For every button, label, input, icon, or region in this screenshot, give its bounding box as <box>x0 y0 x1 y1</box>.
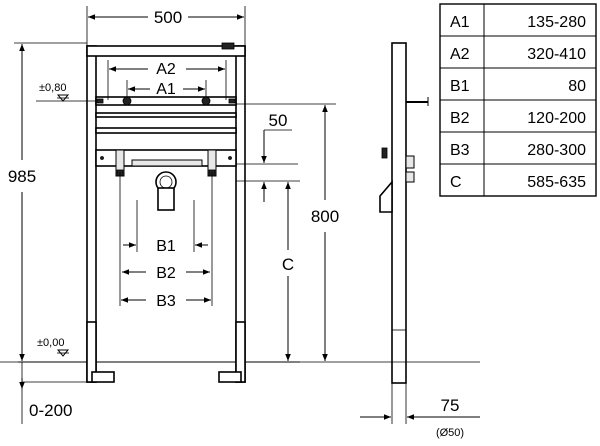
top-frame-bar <box>86 45 246 57</box>
table-key: C <box>450 174 462 191</box>
dimension-table: A1 135-280 A2 320-410 B1 80 B2 120-200 B… <box>439 3 597 197</box>
table-key: A1 <box>450 14 470 31</box>
right-foot <box>218 371 242 383</box>
table-value: 585-635 <box>527 174 586 191</box>
c-dimension: C <box>236 180 300 361</box>
floor-adjust-dimension: 0-200 <box>19 362 100 424</box>
table-key: B3 <box>450 142 470 159</box>
table-key: B1 <box>450 78 470 95</box>
table-key: B2 <box>450 110 470 127</box>
floor-adjust-label: 0-200 <box>29 401 72 420</box>
width-label: 500 <box>154 8 182 27</box>
b3-label: B3 <box>156 293 176 310</box>
b1-label: B1 <box>156 238 176 255</box>
left-foot <box>91 371 115 383</box>
pipe-diameter-label: (Ø50) <box>436 427 464 439</box>
front-view <box>0 42 300 383</box>
a-dimensions: A2 A1 <box>107 60 227 100</box>
side-view: 75 (Ø50) <box>360 42 480 439</box>
c-label: C <box>282 255 294 274</box>
depth-label: 75 <box>441 396 460 415</box>
table-value: 80 <box>568 78 586 95</box>
a2-label: A2 <box>156 61 176 78</box>
side-frame-profile <box>391 42 407 384</box>
upper-crossbar <box>95 96 237 106</box>
total-height-label: 985 <box>8 167 36 186</box>
top-level-label: ±0,80 <box>39 82 66 94</box>
pipe-offset-dimension: 50 <box>236 111 298 202</box>
table-value: 135-280 <box>527 14 586 31</box>
table-value: 120-200 <box>527 110 586 127</box>
width-dimension: 500 <box>86 6 246 46</box>
table-key: A2 <box>450 46 470 63</box>
table-value: 320-410 <box>527 46 586 63</box>
mounting-height-label: 800 <box>311 207 339 226</box>
a1-label: A1 <box>156 81 176 98</box>
b2-label: B2 <box>156 265 176 282</box>
mounting-height-dimension: 800 <box>236 103 374 363</box>
floor-level-label: ±0,00 <box>37 337 64 349</box>
b-dimensions: B1 B2 B3 <box>119 172 213 310</box>
height-dimension: 985 ±0,80 ±0,00 <box>8 42 96 361</box>
pipe-offset-label: 50 <box>269 111 288 130</box>
table-value: 280-300 <box>527 142 586 159</box>
